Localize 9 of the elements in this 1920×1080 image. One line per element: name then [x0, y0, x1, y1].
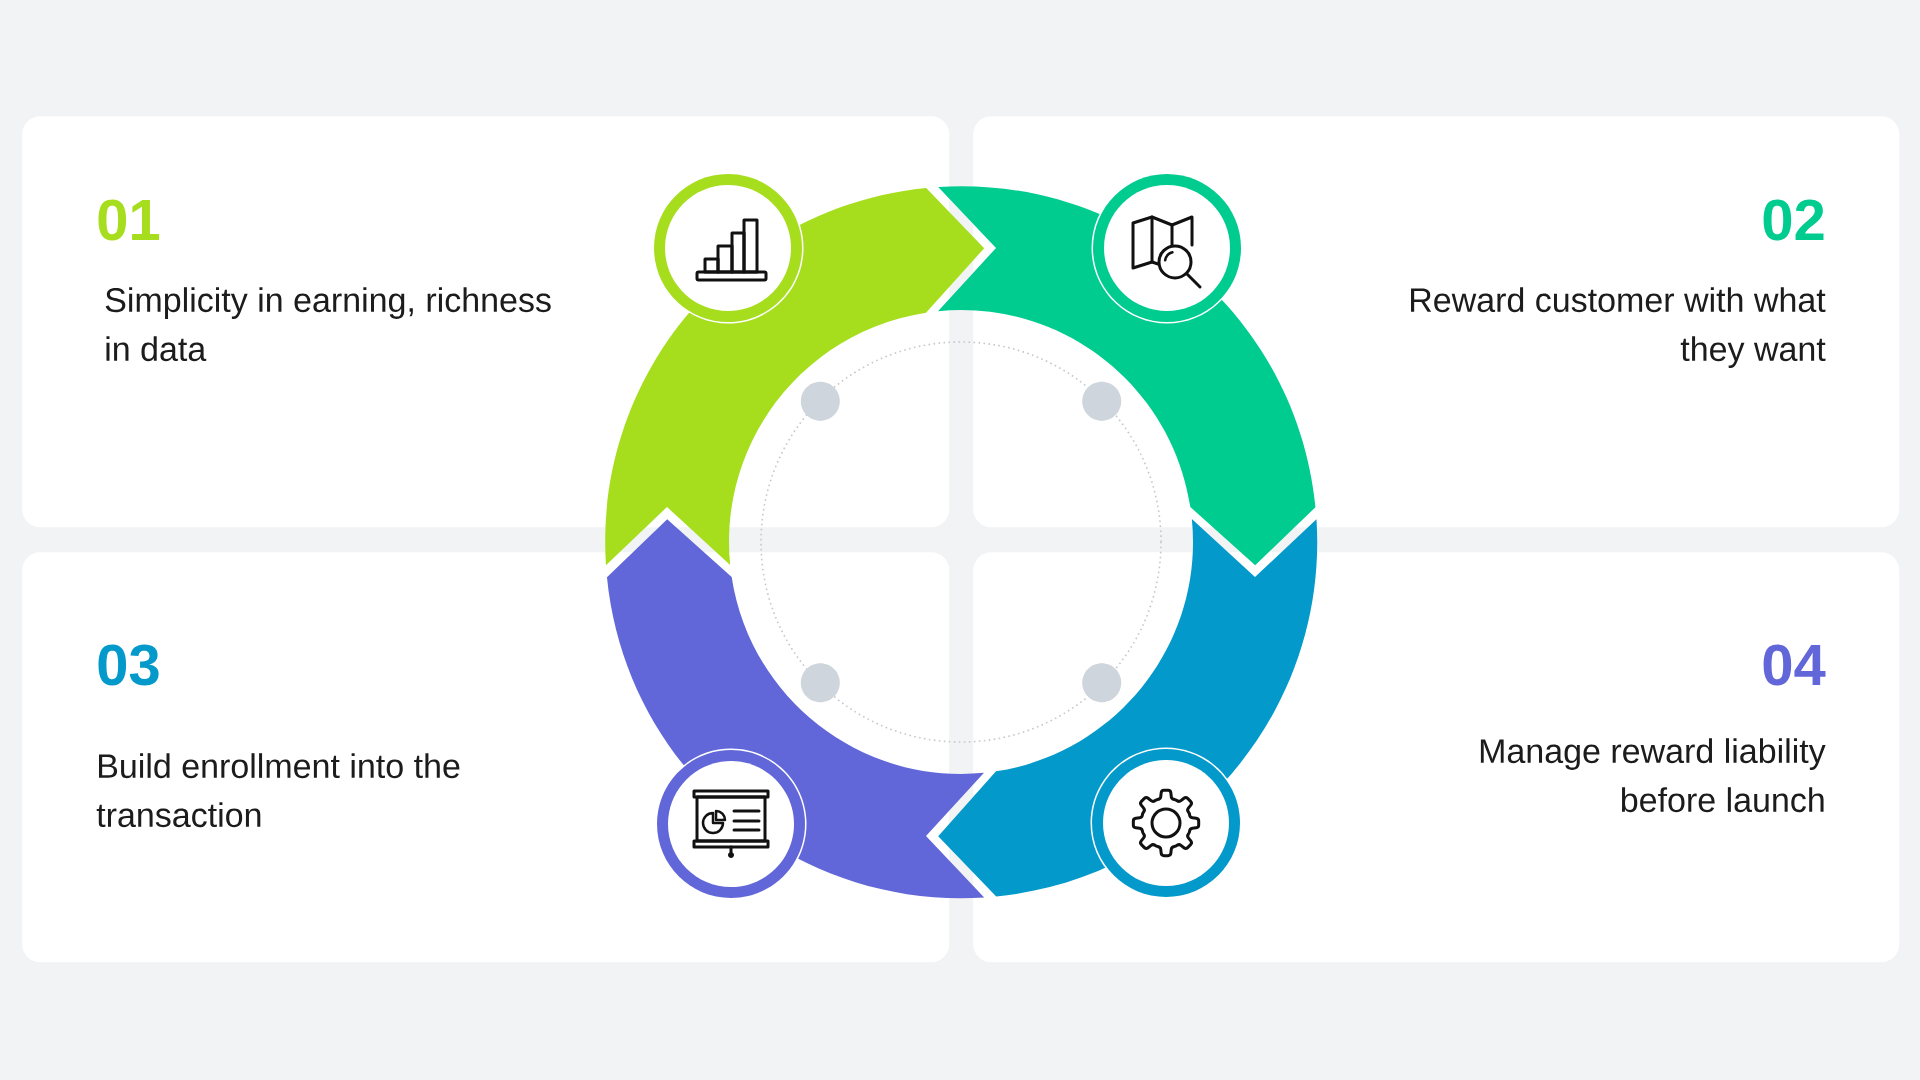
step-number: 01	[98, 199, 160, 241]
step-number: 04	[1763, 644, 1826, 686]
step-text: Manage reward liability before launch	[1480, 738, 1826, 813]
step-text: Reward customer with what they want	[1411, 287, 1826, 368]
step-text: Build enrollment into the transaction	[96, 753, 460, 828]
step-text: Simplicity in earning, richness in data	[105, 287, 551, 362]
step-number: 03	[98, 644, 159, 686]
curved-arrow	[605, 187, 985, 566]
step-number: 02	[1763, 199, 1824, 241]
